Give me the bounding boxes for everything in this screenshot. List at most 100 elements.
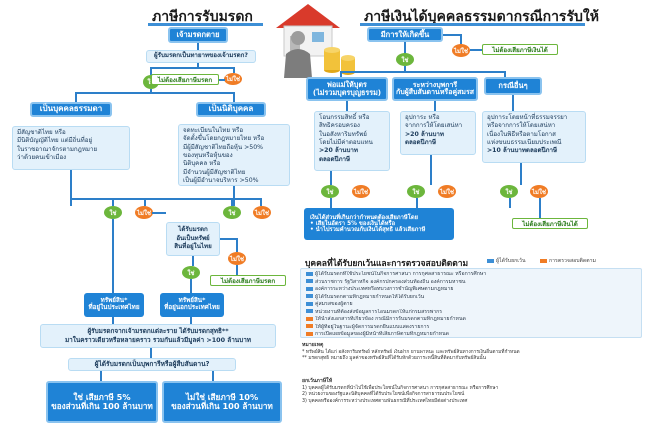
criteria-line: ว่าด้วยคนเข้าเมือง <box>17 154 67 162</box>
exemption-text: ผู้ได้รับมรดกตามที่กฎหมายกำหนดให้ได้รับย… <box>315 293 425 300</box>
no-indicator: ไม่ใช่ <box>530 185 548 198</box>
parents-to-children-box: พ่อแม่ให้บุตร (ไม่รวมบุตรบุญธรรม) <box>306 77 388 101</box>
inheritance-title: ภาษีการรับมรดก <box>152 9 253 25</box>
legend-exempt-label: ผู้ได้รับยกเว้น <box>496 258 526 264</box>
connector <box>112 317 114 324</box>
connector <box>70 170 72 206</box>
inheritance-title-underline <box>148 23 263 26</box>
connector <box>233 67 235 73</box>
no-indicator: ไม่ใช่ <box>224 73 242 85</box>
asset-label: ที่อยู่นอกประเทศไทย <box>164 304 220 311</box>
asset-label: ทรัพย์สิน* <box>178 297 206 305</box>
monitor-text: การเปิดเผยข้อมูลของผู้มีหน้าที่เสียภาษีต… <box>315 331 449 338</box>
tax-10-percent-box: ไม่ใช่ เสียภาษี 10% ของส่วนที่เกิน 100 ล… <box>162 381 282 423</box>
connector <box>416 198 418 208</box>
net-inheritance-box: ผู้รับมรดกจากเจ้ามรดกแต่ละราย ได้รับมรดก… <box>40 324 276 348</box>
criteria-line: เป็นผู้มีอำนาจบริหาร >50% <box>183 177 259 185</box>
tax-rate-label: ไม่ใช่ เสียภาษี 10% <box>185 392 259 403</box>
ancestors-condition-box: อุปการะ หรือ จากการให้โดยเสน่หา >20 ล้าน… <box>400 111 476 155</box>
note-line: 1) บุคคลผู้ได้รับมรดกที่นำไปใช้เพื่อประโ… <box>302 385 499 391</box>
connector <box>330 198 332 208</box>
no-indicator: ไม่ใช่ <box>352 185 370 198</box>
condition-line: อุปการะ หรือ <box>405 114 440 121</box>
connector <box>150 348 152 358</box>
connector <box>346 101 348 111</box>
connector <box>443 34 461 36</box>
bullet-blue <box>306 286 313 291</box>
condition-line: แห่งขนบธรรมเนียมประเพณี <box>487 139 562 147</box>
connector <box>190 279 192 293</box>
net-inheritance-line: ผู้รับมรดกจากเจ้ามรดกแต่ละราย ได้รับมรดก… <box>87 327 229 336</box>
exemption-row: ผู้ได้รับมรดกตามที่กฎหมายกำหนดให้ได้รับย… <box>306 294 636 302</box>
category-label: กับผู้สืบสันดานหรือคู่สมรส <box>396 88 474 96</box>
notes-block: หมายเหตุ * ทรัพย์สิน ได้แก่ อสังหาริมทรั… <box>302 342 642 363</box>
gift-tax-title: ภาษีเงินได้บุคคลธรรมดากรณีการรับให้ <box>364 9 599 25</box>
exemption-notes-block: ยกเว้นภาษีให้ 1) บุคคลผู้ได้รับมรดกที่นำ… <box>302 378 642 406</box>
yes-indicator: ใช่ <box>182 266 200 279</box>
asset-label: ทรัพย์สิน* <box>100 297 128 305</box>
connector <box>75 92 235 94</box>
asset-label: ที่อยู่ในประเทศไทย <box>88 304 140 311</box>
legend-monitor-label: การตรวจสอบติดตาม <box>549 258 596 264</box>
monitor-text: ให้ผู้ที่อยู่ในฐานะผู้จัดการมรดกยื่นแบบแ… <box>315 323 430 330</box>
criteria-line: ของทุนหรือหุ้นของ <box>183 152 233 160</box>
natural-person-box: เป็นบุคคลธรรมดา <box>30 102 112 117</box>
pay-tax-line: เงินได้ส่วนที่เกินกว่ากำหนดต้องเสียภาษีโ… <box>310 214 418 221</box>
person-body <box>284 49 312 78</box>
exemption-text: องค์การระหว่างประเทศหรือทบวงการชำนัญพิเศ… <box>315 286 454 293</box>
exemption-notes-heading: ยกเว้นภาษีให้ <box>302 378 333 384</box>
bullet-blue <box>306 279 313 284</box>
condition-line: โอนกรรมสิทธิ์ หรือ <box>319 114 370 121</box>
pay-tax-line: • นำไปรวมคำนวณกับเงินได้สุทธิ แล้วเสียภา… <box>310 227 426 234</box>
criteria-line: ในราชอาณาจักรตามกฎหมาย <box>17 145 98 153</box>
connector <box>340 71 506 73</box>
pay-tax-line: • เสียในอัตรา 5% ของเงินได้หรือ <box>310 220 396 227</box>
connector <box>150 67 235 69</box>
gift-tax-title-underline <box>360 23 585 26</box>
connector <box>330 171 332 185</box>
exemption-row: องค์การระหว่างประเทศหรือทบวงการชำนัญพิเศ… <box>306 286 636 294</box>
connector <box>144 198 146 206</box>
exemption-text: ผู้ได้รับมรดกที่ใช้ประโยชน์ในกิจการศาสนา… <box>315 271 487 277</box>
connector <box>430 155 432 185</box>
note-line: 2) หน่วยงานของรัฐและนิติบุคคลที่ได้รับปร… <box>302 392 465 398</box>
bullet-orange <box>306 324 313 329</box>
criteria-line: มีจำนวนผู้มีสัญชาติไทย <box>183 168 246 176</box>
yes-indicator: ใช่ <box>104 206 122 219</box>
tax-threshold-label: ของส่วนที่เกิน 100 ล้านบาท <box>171 401 273 411</box>
monitor-row: ให้ผู้ที่อยู่ในฐานะผู้จัดการมรดกยื่นแบบแ… <box>306 324 636 332</box>
gift-occurs-box: มีการให้เกิดขึ้น <box>367 27 443 42</box>
connector <box>220 238 238 240</box>
tax-rate-label: ใช่ เสียภาษี 5% <box>73 392 131 403</box>
connector <box>404 42 406 54</box>
connector <box>192 256 194 266</box>
no-indicator: ไม่ใช่ <box>228 252 246 265</box>
asset-in-thailand-box: ทรัพย์สิน* ที่อยู่ในประเทศไทย <box>84 293 144 317</box>
house-door <box>290 36 300 56</box>
juristic-person-box: เป็นนิติบุคคล <box>196 102 266 117</box>
connector <box>112 198 114 206</box>
connector <box>340 71 342 77</box>
asset-outside-thailand-box: ทรัพย์สิน* ที่อยู่นอกประเทศไทย <box>160 293 224 317</box>
criteria-line: มีสัญชาติไทย หรือ <box>17 129 66 136</box>
bullet-blue <box>306 301 313 306</box>
ancestors-descendants-box: ระหว่างบุพการี กับผู้สืบสันดานหรือคู่สมร… <box>392 77 478 101</box>
yes-indicator: ใช่ <box>500 185 518 198</box>
connector <box>152 212 166 214</box>
house-person-coins-illustration <box>276 4 355 78</box>
monitor-row: การเปิดเผยข้อมูลของผู้มีหน้าที่เสียภาษีต… <box>306 331 636 339</box>
connector <box>509 198 511 208</box>
no-indicator: ไม่ใช่ <box>452 44 470 57</box>
no-indicator: ไม่ใช่ <box>135 206 153 219</box>
yes-indicator: ใช่ <box>396 53 414 66</box>
condition-threshold: >20 ล้านบาท <box>319 147 358 155</box>
property-question-line: อันเป็นทรัพย์ <box>176 234 210 242</box>
no-income-tax-result-2: ไม่ต้องเสียภาษีเงินได้ <box>512 218 588 229</box>
condition-line: หรือจากการให้โดยเสน่หา <box>487 122 556 130</box>
exemption-section-title: บุคคลที่ได้รับยกเว้นและการตรวจสอบติดตาม <box>305 259 469 269</box>
note-line: * ทรัพย์สิน ได้แก่ อสังหาริมทรัพย์ หลักท… <box>302 349 520 355</box>
condition-line: อุปการะโดยหน้าที่ธรรมจรรยา <box>487 114 568 121</box>
exemption-row: ผู้ได้รับมรดกที่ใช้ประโยชน์ในกิจการศาสนา… <box>306 271 636 279</box>
house-window <box>312 32 324 42</box>
category-label: พ่อแม่ให้บุตร <box>327 80 367 90</box>
